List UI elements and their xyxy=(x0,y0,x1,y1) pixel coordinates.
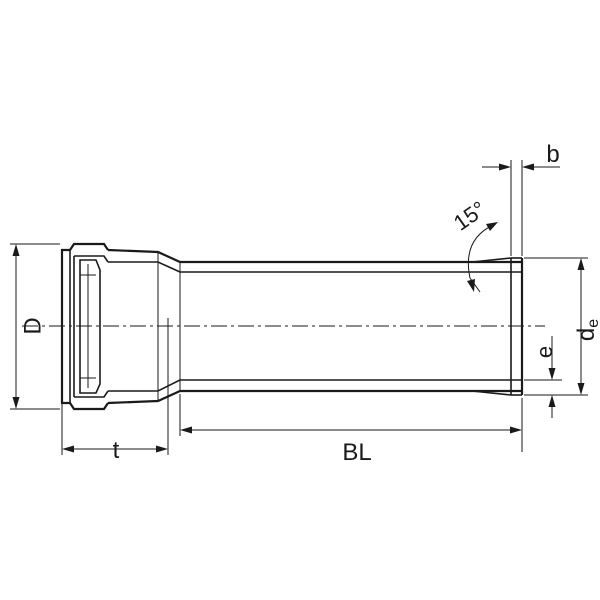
socket-taper-top-inner xyxy=(108,261,181,273)
b-arrow-right xyxy=(522,163,534,171)
dimension-D: D xyxy=(10,243,60,410)
socket-taper-bottom xyxy=(107,389,181,405)
e-label: e xyxy=(532,346,557,358)
socket-taper-top xyxy=(107,248,181,264)
dimension-de: de xyxy=(524,257,600,396)
D-arrow-bottom xyxy=(12,397,20,409)
e-arrow-bottom xyxy=(548,395,556,407)
socket-taper-bottom-inner xyxy=(108,379,181,392)
dimension-e: e xyxy=(524,336,562,418)
BL-label: BL xyxy=(342,439,371,466)
t-label: t xyxy=(113,437,120,464)
b-label: b xyxy=(546,141,559,168)
angle-arc xyxy=(467,224,494,279)
dimension-angle: 15° xyxy=(449,196,498,293)
BL-arrow-left xyxy=(180,426,192,434)
b-arrow-left xyxy=(499,163,511,171)
socket-bead-inner-bottom xyxy=(74,390,109,398)
de-label-main: d xyxy=(573,328,600,341)
dimension-t: t xyxy=(61,318,169,464)
t-arrow-left xyxy=(62,445,74,453)
angle-arrow-bottom xyxy=(467,279,475,292)
t-arrow-right xyxy=(156,445,168,453)
de-label-group: de xyxy=(573,319,600,341)
socket-bead-inner-top xyxy=(74,255,109,263)
angle-leader xyxy=(469,277,481,293)
e-arrow-top xyxy=(548,368,556,380)
D-arrow-top xyxy=(12,244,20,256)
D-label: D xyxy=(19,317,46,334)
angle-arrow-top xyxy=(486,222,498,231)
de-arrow-bottom xyxy=(577,383,585,395)
de-label: de xyxy=(573,319,600,341)
BL-arrow-right xyxy=(510,426,522,434)
chamfer-bevel-bottom xyxy=(471,390,512,396)
dimension-BL: BL xyxy=(179,394,523,466)
de-arrow-top xyxy=(577,258,585,270)
seal-ring xyxy=(79,259,101,394)
chamfer-bevel-top xyxy=(471,257,512,263)
de-label-sub: e xyxy=(585,319,600,328)
dimension-b: b xyxy=(482,141,560,256)
